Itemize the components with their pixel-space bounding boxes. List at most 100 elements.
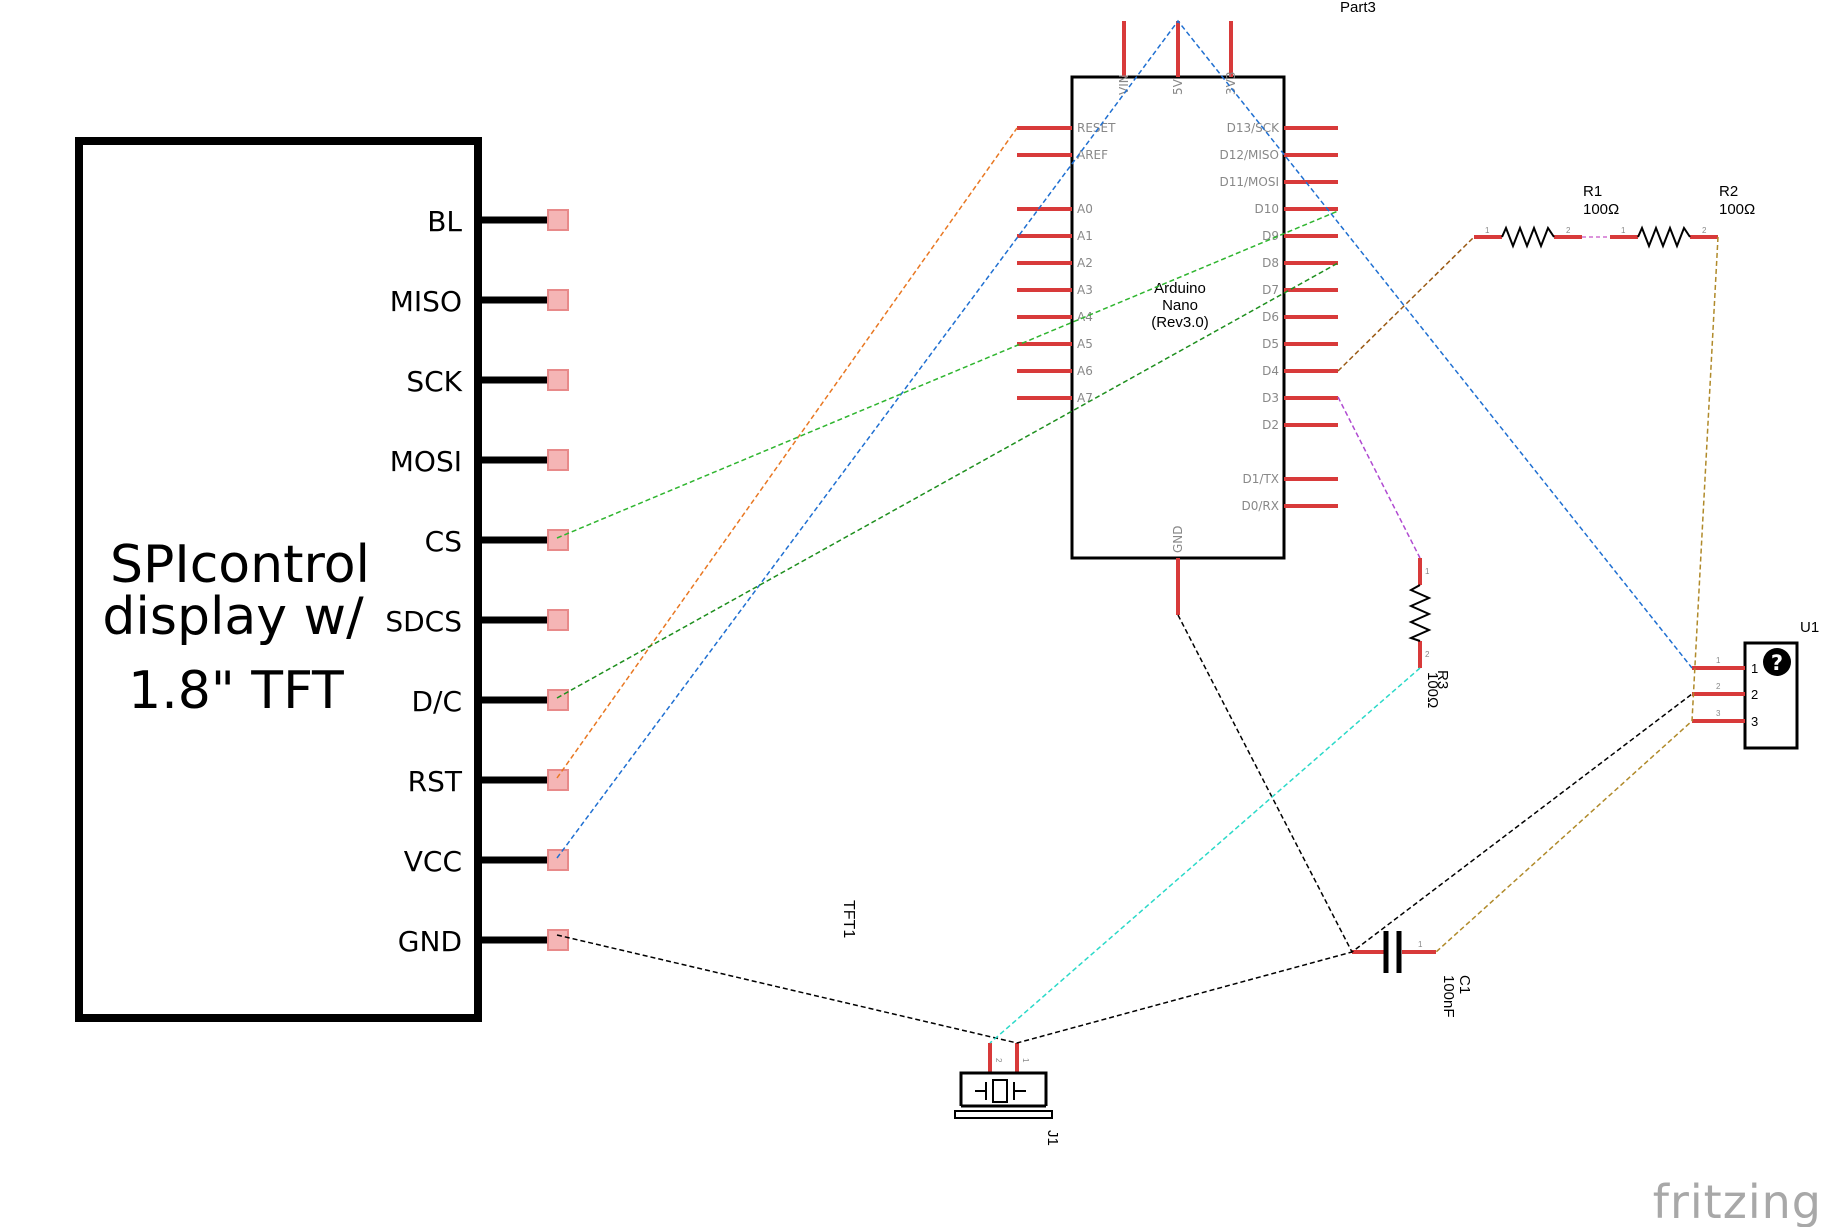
- nano-pin-d9-label: D9: [1262, 229, 1279, 243]
- wire-rst-reset[interactable]: [556, 127, 1018, 779]
- tft-pin-miso-connector[interactable]: [547, 289, 569, 311]
- nano-pin-d0rx-label: D0/RX: [1242, 499, 1279, 513]
- nano-pin-d3-label: D3: [1262, 391, 1279, 405]
- wire-d4-r1[interactable]: [1337, 236, 1475, 372]
- nano-pins: RESETAREFA0A1A2A3A4A5A6A7D13/SCKD12/MISO…: [1017, 21, 1338, 615]
- r3-pin2-label: 2: [1425, 650, 1430, 659]
- u1-name: U1: [1800, 619, 1819, 636]
- nano-pin-a1-label: A1: [1077, 229, 1093, 243]
- tft-pin-cs-label: CS: [425, 525, 462, 558]
- j1-outline: [959, 1071, 1048, 1106]
- arduino-nano[interactable]: Part3 Arduino Nano (Rev3.0) RESETAREFA0A…: [1017, 0, 1376, 615]
- nano-name-line-3: (Rev3.0): [1151, 314, 1209, 331]
- r3-value: 100Ω: [1424, 672, 1441, 708]
- nano-pin-5v-label: 5V: [1171, 78, 1185, 95]
- tft-pin-mosi-connector[interactable]: [547, 449, 569, 471]
- u1-pin2-tiny: 2: [1716, 682, 1721, 691]
- wires: [556, 19, 1719, 1044]
- tft-pin-sck-label: SCK: [406, 365, 462, 398]
- nano-pin-d8-label: D8: [1262, 256, 1279, 270]
- tft-pin-gnd-connector[interactable]: [547, 929, 569, 951]
- nano-pin-d12miso-label: D12/MISO: [1219, 148, 1279, 162]
- capacitor-c1[interactable]: 1 C1 100nF: [1352, 931, 1473, 1018]
- nano-pin-a2-label: A2: [1077, 256, 1093, 270]
- nano-pin-d2-label: D2: [1262, 418, 1279, 432]
- nano-pin-d11mosi-label: D11/MOSI: [1219, 175, 1279, 189]
- nano-pin-d13sck-label: D13/SCK: [1227, 121, 1281, 135]
- wire-vcc-5v[interactable]: [556, 19, 1693, 859]
- tft-pin-sck-connector[interactable]: [547, 369, 569, 391]
- wire-dc-d9[interactable]: [556, 262, 1339, 699]
- tft-label: TFT1: [840, 900, 857, 938]
- nano-pin-d6-label: D6: [1262, 310, 1279, 324]
- tft-pin-sdcs-connector[interactable]: [547, 609, 569, 631]
- nano-pin-gnd-label: GND: [1171, 525, 1185, 553]
- nano-pin-aref-label: AREF: [1077, 148, 1108, 162]
- c1-name: C1: [1456, 975, 1473, 994]
- tft-title-line-3: 1.8" TFT: [128, 661, 344, 721]
- tft-pin-miso-label: MISO: [390, 285, 462, 318]
- u1-pin1-tiny: 1: [1716, 656, 1721, 665]
- tft-pin-vcc-connector[interactable]: [547, 849, 569, 871]
- resistor-r3[interactable]: 1 2 R3 100Ω: [1408, 558, 1451, 708]
- nano-pin-a5-label: A5: [1077, 337, 1093, 351]
- resistor-r1[interactable]: 1 2 R1 100Ω: [1474, 183, 1619, 249]
- nano-name-line-2: Nano: [1162, 297, 1198, 314]
- tft-pin-cs-connector[interactable]: [547, 529, 569, 551]
- tft-pin-dc-connector[interactable]: [547, 689, 569, 711]
- wire-r3-j1[interactable]: [989, 667, 1421, 1044]
- r1-value: 100Ω: [1583, 201, 1619, 218]
- crystal-j1[interactable]: 2 1 J1: [954, 1043, 1061, 1146]
- resistor-r2[interactable]: 1 2 R2 100Ω: [1610, 183, 1755, 249]
- nano-pin-reset-label: RESET: [1077, 121, 1116, 135]
- tft-pin-sdcs-label: SDCS: [385, 605, 462, 638]
- wire-cs-d10[interactable]: [556, 210, 1339, 539]
- nano-pin-d1tx-label: D1/TX: [1243, 472, 1279, 486]
- tft-body: [75, 137, 482, 1022]
- r1-name: R1: [1583, 183, 1602, 200]
- j1-pin1-label: 1: [1021, 1058, 1030, 1063]
- wire-nano-gnd-c1[interactable]: [1177, 614, 1693, 954]
- nano-pin-a7-label: A7: [1077, 391, 1093, 405]
- nano-pin-a0-label: A0: [1077, 202, 1093, 216]
- r2-name: R2: [1719, 183, 1738, 200]
- nano-pin-d5-label: D5: [1262, 337, 1279, 351]
- unknown-part-icon: [1763, 648, 1791, 676]
- tft-pin-bl-connector[interactable]: [547, 209, 569, 231]
- j1-pin2-label: 2: [994, 1058, 1003, 1063]
- tft-display[interactable]: SPIcontrol display w/ 1.8" TFT BLMISOSCK…: [75, 137, 569, 1022]
- nano-pin-d4-label: D4: [1262, 364, 1279, 378]
- u1-pin3-label: 3: [1751, 714, 1758, 729]
- r2-value: 100Ω: [1719, 201, 1755, 218]
- c1-value: 100nF: [1440, 975, 1457, 1018]
- u1-pin3-tiny: 3: [1716, 709, 1721, 718]
- r1-pin2-label: 2: [1566, 226, 1571, 235]
- nano-part-label: Part3: [1340, 0, 1376, 16]
- wire-gnd-j1[interactable]: [556, 934, 1353, 1044]
- j1-name: J1: [1044, 1130, 1061, 1146]
- r3-name: R3: [1434, 670, 1451, 689]
- component-u1[interactable]: 1 2 3 1 2 3 ? U1: [1692, 619, 1819, 750]
- wire-r2-u1[interactable]: [1435, 236, 1719, 953]
- nano-pin-d7-label: D7: [1262, 283, 1279, 297]
- u1-pin1-label: 1: [1751, 661, 1758, 676]
- fritzing-watermark: fritzing: [1653, 1175, 1822, 1227]
- r3-pin1-label: 1: [1425, 567, 1430, 576]
- tft-title-line-2: display w/: [102, 587, 364, 647]
- tft-pin-gnd-label: GND: [398, 925, 462, 958]
- nano-pin-vin-label: VIN: [1117, 74, 1131, 95]
- tft-pin-dc-label: D/C: [411, 685, 462, 718]
- wire-d3-r3[interactable]: [1337, 396, 1421, 559]
- r2-pin2-label: 2: [1702, 226, 1707, 235]
- u1-pin2-label: 2: [1751, 687, 1758, 702]
- tft-title-line-1: SPIcontrol: [110, 535, 370, 595]
- r1-pin1-label: 1: [1485, 226, 1490, 235]
- tft-pin-rst-connector[interactable]: [547, 769, 569, 791]
- nano-pin-d10-label: D10: [1254, 202, 1279, 216]
- r2-pin1-label: 1: [1621, 226, 1626, 235]
- nano-pin-a3-label: A3: [1077, 283, 1093, 297]
- u1-mark: ?: [1771, 651, 1783, 675]
- j1-base: [954, 1110, 1053, 1119]
